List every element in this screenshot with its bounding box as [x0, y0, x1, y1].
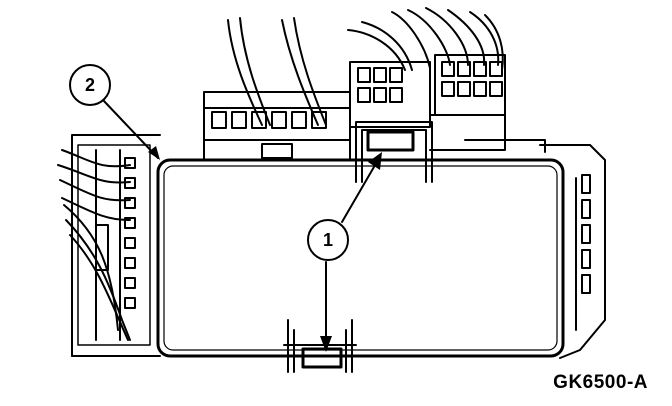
- housing-bracket: [71, 134, 606, 359]
- module-body: [156, 158, 565, 358]
- top-left-connector: [203, 17, 351, 161]
- callout-2-label: 2: [85, 75, 95, 95]
- callout-1: 1: [307, 219, 349, 261]
- callout-1-label: 1: [323, 230, 333, 250]
- leader-lines: [102, 99, 379, 341]
- bottom-latch-tab: [283, 319, 357, 373]
- top-latch-tab: [355, 121, 433, 183]
- left-connector: [57, 144, 151, 346]
- top-right-connectors: [347, 7, 546, 153]
- arrowheads: [148, 146, 382, 352]
- figure-id: GK6500-A: [553, 372, 648, 393]
- callout-2: 2: [69, 64, 111, 106]
